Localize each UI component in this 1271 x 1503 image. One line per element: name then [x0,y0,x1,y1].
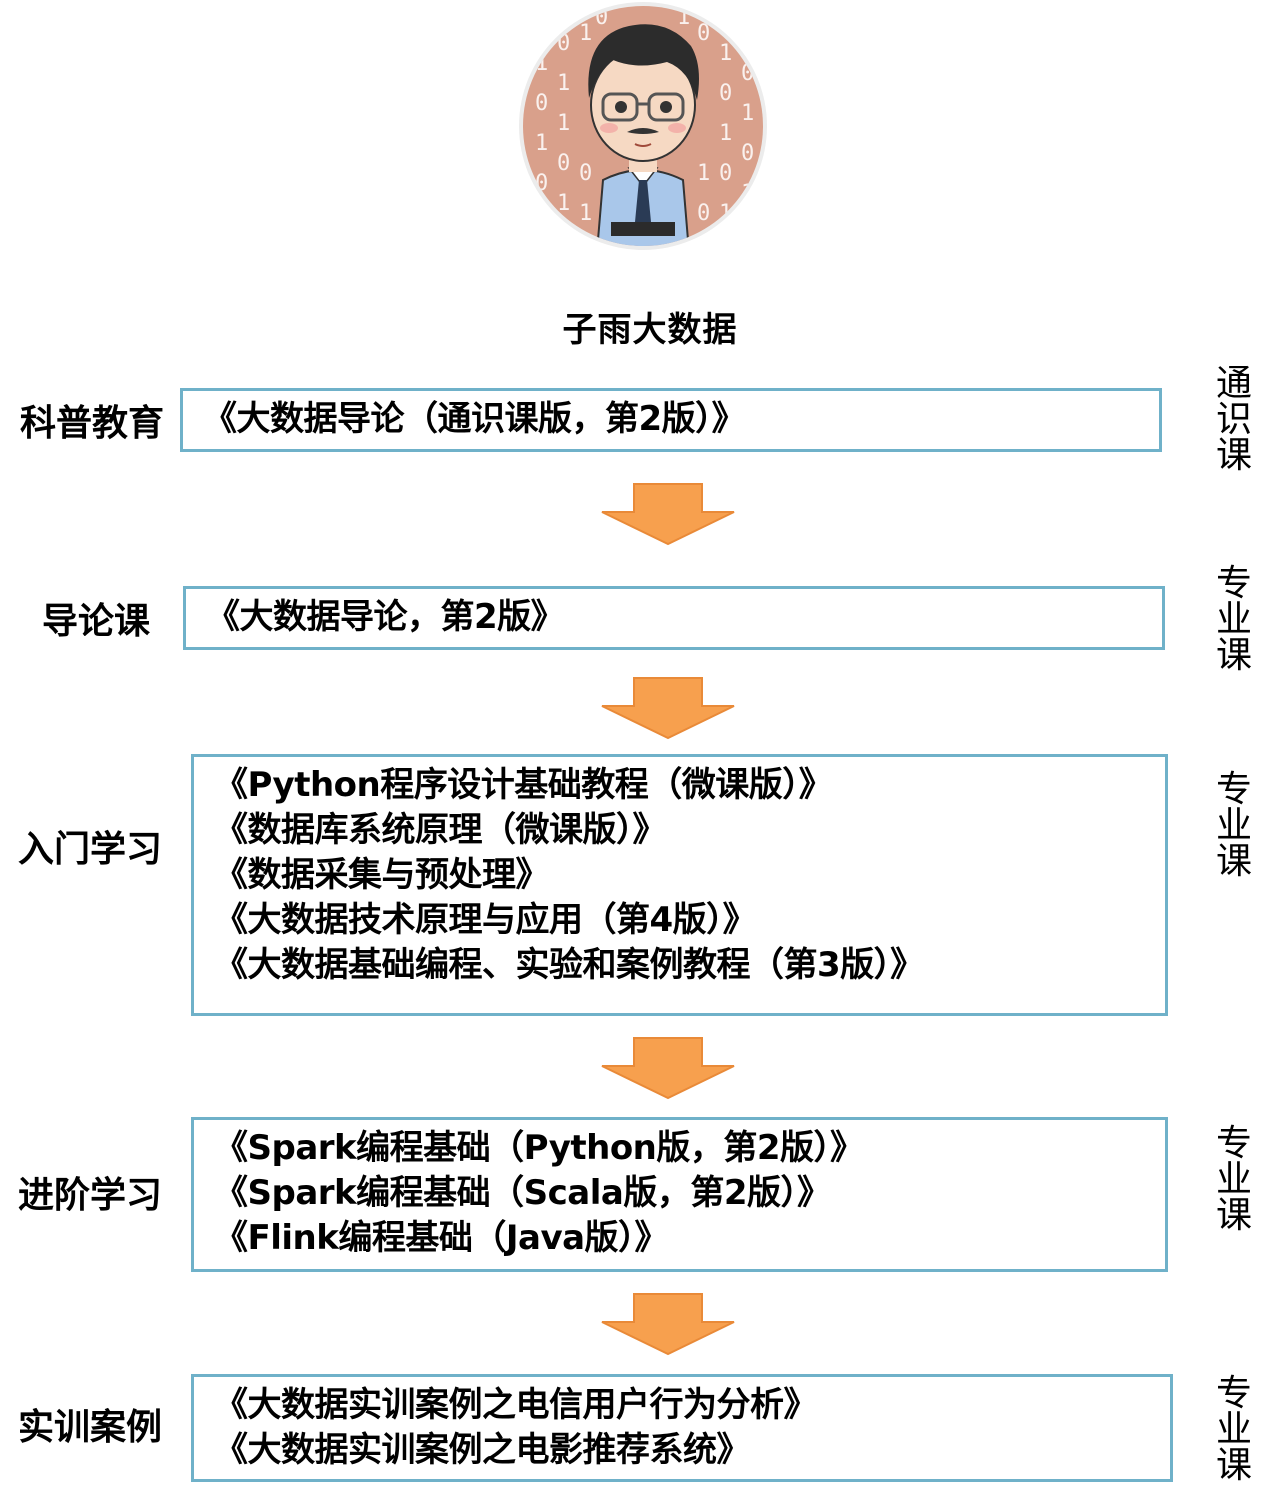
stage-label-practical-training: 实训案例 [17,1407,162,1448]
course-item: 《大数据技术原理与应用（第4版）》 [214,900,757,940]
svg-text:0: 0 [719,81,732,106]
course-type-tag: 专业课 [1215,563,1252,676]
svg-text:1: 1 [579,21,592,46]
svg-text:0: 0 [535,91,548,116]
svg-text:1: 1 [535,131,548,156]
course-item: 《Python程序设计基础教程（微课版）》 [214,765,833,805]
course-box-advanced: 《Spark编程基础（Python版，第2版）》 《Spark编程基础（Scal… [191,1117,1168,1272]
course-list: 《Python程序设计基础教程（微课版）》 《数据库系统原理（微课版）》 《数据… [214,763,1145,988]
svg-text:0: 0 [579,161,592,186]
course-item: 《大数据实训案例之电影推荐系统》 [214,1430,751,1470]
course-type-tag: 专业课 [1215,769,1252,882]
svg-text:0: 0 [741,141,754,166]
svg-text:0: 0 [557,151,570,176]
course-box-introduction: 《大数据导论，第2版》 [183,586,1165,650]
stage-label-beginner: 入门学习 [17,829,162,870]
course-box-beginner: 《Python程序设计基础教程（微课版）》 《数据库系统原理（微课版）》 《数据… [191,754,1168,1016]
course-item: 《数据采集与预处理》 [214,855,550,895]
svg-text:1: 1 [697,161,710,186]
stage-label-introduction: 导论课 [41,601,150,642]
course-item: 《Spark编程基础（Scala版，第2版）》 [214,1173,831,1213]
course-list: 《大数据导论，第2版》 [206,595,1142,639]
brand-name: 子雨大数据 [562,310,738,350]
course-item: 《大数据导论，第2版》 [206,597,565,637]
flow-down-arrow [601,1037,735,1100]
stage-label-advanced: 进阶学习 [17,1175,162,1216]
svg-text:1: 1 [557,191,570,216]
course-list: 《Spark编程基础（Python版，第2版）》 《Spark编程基础（Scal… [214,1126,1145,1261]
course-item: 《数据库系统原理（微课版）》 [214,810,667,850]
svg-text:0: 0 [719,161,732,186]
svg-text:0: 0 [697,201,710,226]
course-item: 《Flink编程基础（Java版）》 [214,1218,669,1258]
course-item: 《大数据基础编程、实验和案例教程（第3版）》 [214,945,924,985]
course-box-popular-science: 《大数据导论（通识课版，第2版）》 [180,388,1162,452]
course-box-practical-training: 《大数据实训案例之电信用户行为分析》 《大数据实训案例之电影推荐系统》 [191,1374,1173,1482]
svg-text:1: 1 [579,201,592,226]
course-item: 《Spark编程基础（Python版，第2版）》 [214,1128,864,1168]
flow-down-arrow [601,1293,735,1356]
course-list: 《大数据实训案例之电信用户行为分析》 《大数据实训案例之电影推荐系统》 [214,1383,1150,1473]
svg-text:1: 1 [557,71,570,96]
course-item: 《大数据导论（通识课版，第2版）》 [203,399,746,439]
course-item: 《大数据实训案例之电信用户行为分析》 [214,1385,818,1425]
svg-text:1: 1 [557,111,570,136]
svg-text:1: 1 [719,121,732,146]
svg-text:1: 1 [719,41,732,66]
svg-text:1: 1 [741,101,754,126]
course-list: 《大数据导论（通识课版，第2版）》 [203,397,1139,441]
course-type-tag: 专业课 [1215,1373,1252,1486]
course-type-tag: 通识课 [1215,363,1252,476]
stage-label-popular-science: 科普教育 [19,403,164,444]
svg-text:0: 0 [697,21,710,46]
course-type-tag: 专业课 [1215,1123,1252,1236]
flow-down-arrow [601,483,735,546]
flow-down-arrow [601,677,735,740]
